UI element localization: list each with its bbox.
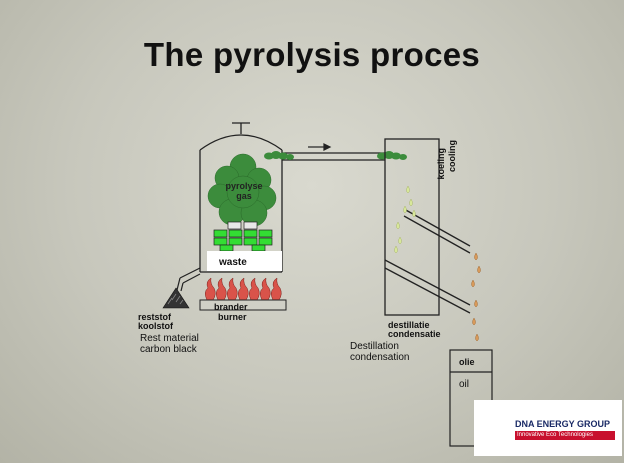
residue-label-en-2: carbon black — [140, 344, 197, 355]
waste-label: waste — [219, 257, 247, 268]
waste-blocks — [213, 221, 273, 252]
column-label-nl-2: condensatie — [388, 329, 441, 339]
burner-flames — [205, 277, 282, 301]
slide-title: The pyrolysis proces — [143, 36, 481, 73]
oil-tank — [449, 349, 493, 447]
cooling-label-nl: koeling — [436, 148, 446, 180]
gas-label-line1: pyrolyse — [225, 181, 263, 191]
pyrolyse-gas-cloud — [207, 153, 277, 227]
column-label-nl-1: destillatie — [388, 320, 430, 330]
carbon-black-pile — [162, 287, 190, 309]
column-label-en-2: condensation — [350, 352, 410, 363]
gas-puff-right — [377, 151, 407, 160]
burner-base — [199, 299, 287, 311]
cooling-label-en: cooling — [447, 140, 457, 172]
burner-label-en: burner — [218, 312, 247, 322]
gas-pipe — [282, 152, 385, 161]
column-label-en-1: Destillation — [350, 341, 399, 352]
tank-label-en: oil — [459, 379, 470, 390]
logo-name: DNA ENERGY GROUP — [515, 419, 611, 429]
logo-panel — [474, 400, 622, 456]
burner-label-nl: brander — [214, 302, 248, 312]
residue-pipe — [176, 267, 201, 292]
pyrolyse-gas-label: pyrolyse gas — [224, 181, 264, 201]
residue-label-nl-1: reststof — [138, 312, 172, 322]
gas-puff-left — [264, 151, 294, 160]
condensate-drops — [394, 185, 416, 254]
waste-box — [207, 251, 282, 271]
gas-label-line2: gas — [236, 191, 252, 201]
residue-label-en-1: Rest material — [140, 333, 199, 344]
logo-tagline: Innovative Eco Technologies — [515, 431, 615, 440]
flow-arrow — [308, 143, 332, 151]
residue-label-nl-2: koolstof — [138, 321, 173, 331]
tank-label-nl: olie — [459, 357, 475, 367]
reactor-vessel — [199, 122, 283, 273]
oil-drops — [471, 252, 481, 342]
